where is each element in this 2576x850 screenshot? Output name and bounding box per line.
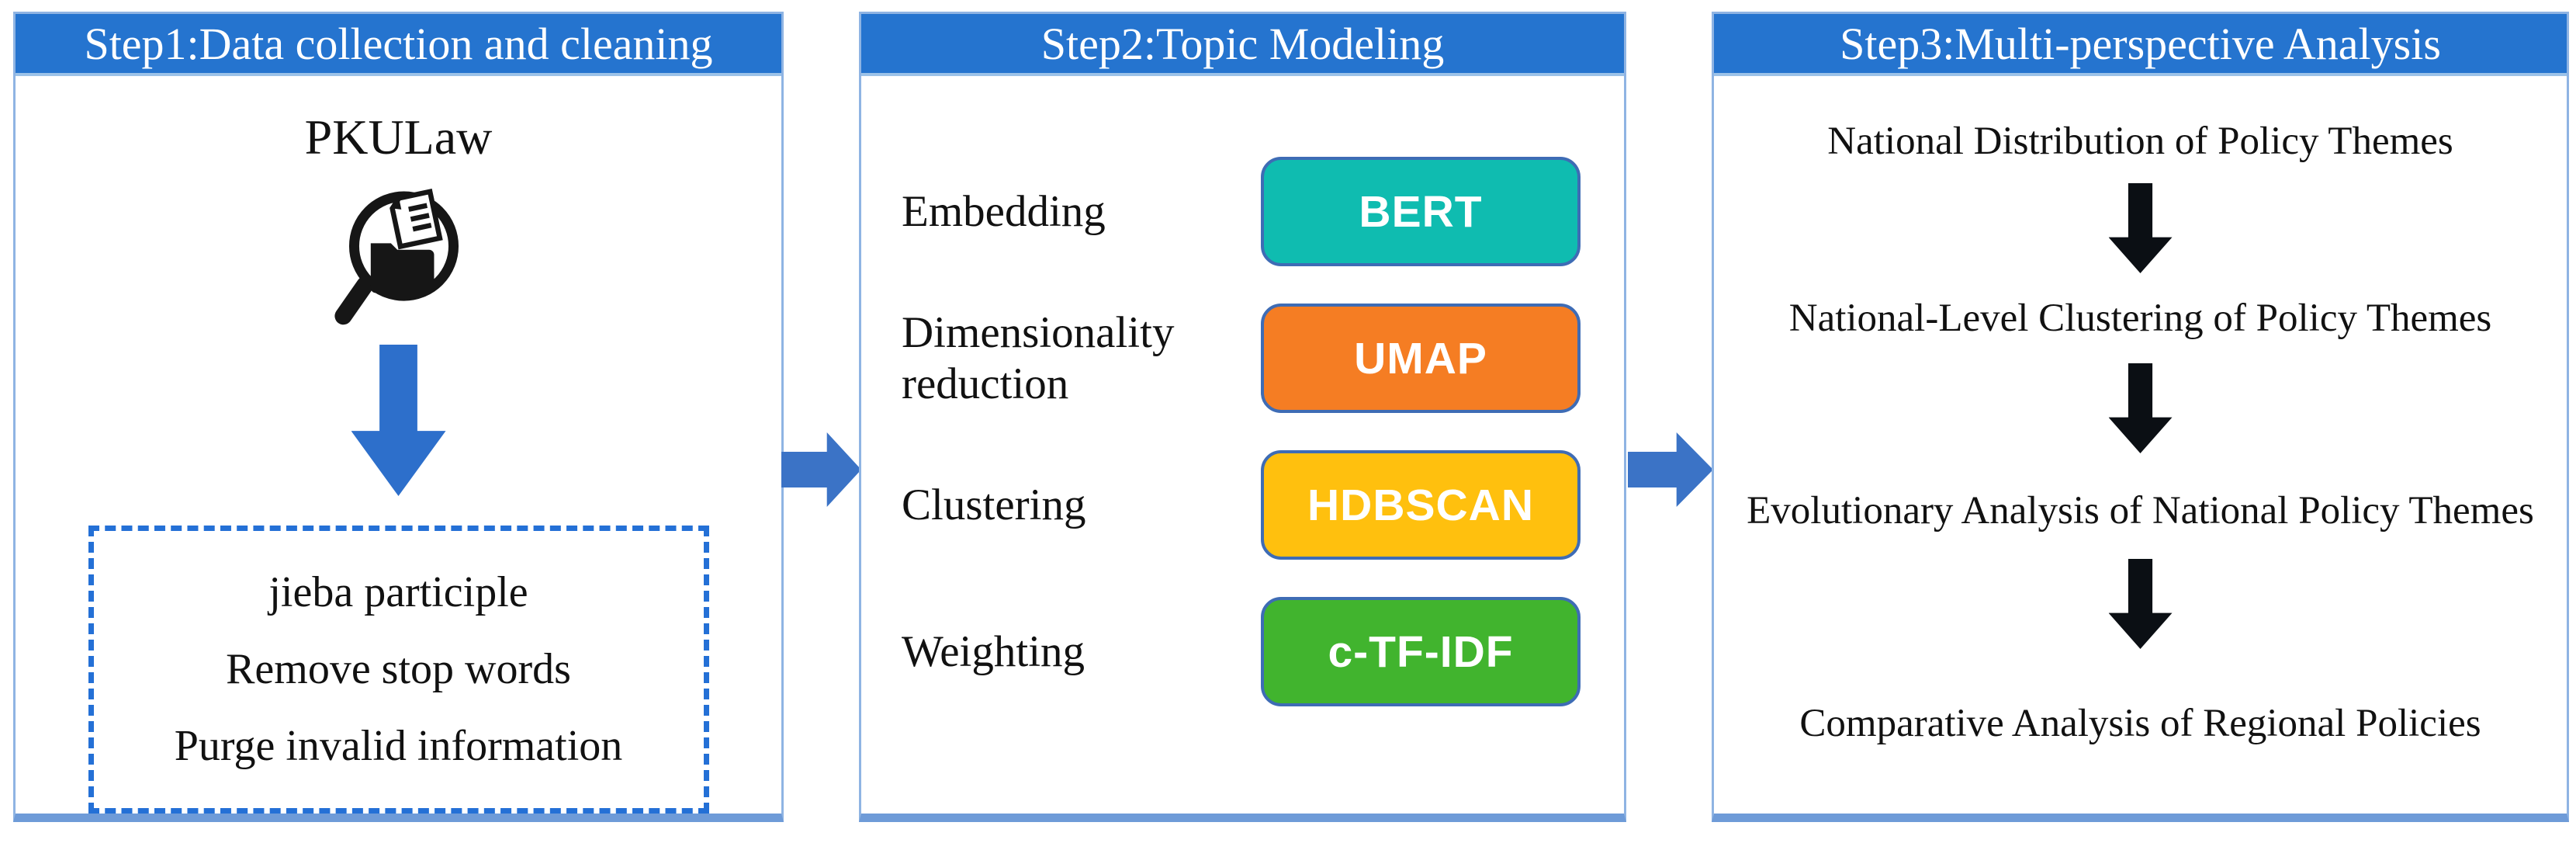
tool-badge-bert: BERT xyxy=(1261,157,1581,266)
down-arrow-icon xyxy=(351,345,446,496)
down-arrow-icon xyxy=(2108,559,2173,649)
cleaning-step: Remove stop words xyxy=(226,645,571,693)
analysis-step: Evolutionary Analysis of National Policy… xyxy=(1747,489,2534,533)
model-row-embedding: Embedding BERT xyxy=(861,157,1624,266)
model-row-dimensionality: Dimensionality reduction UMAP xyxy=(861,304,1624,413)
tool-badge-umap: UMAP xyxy=(1261,304,1581,413)
tool-badge-hdbscan: HDBSCAN xyxy=(1261,450,1581,560)
analysis-step: Comparative Analysis of Regional Policie… xyxy=(1799,702,2481,745)
search-documents-icon xyxy=(334,188,459,325)
data-source-label: PKULaw xyxy=(304,109,493,165)
model-row-weighting: Weighting c-TF-IDF xyxy=(861,597,1624,706)
model-row-clustering: Clustering HDBSCAN xyxy=(861,450,1624,560)
down-arrow-icon xyxy=(2108,183,2173,273)
tool-badge-ctfidf: c-TF-IDF xyxy=(1261,597,1581,706)
model-step-label: Embedding xyxy=(902,186,1106,236)
model-step-label: Weighting xyxy=(902,626,1085,676)
right-arrow-icon xyxy=(781,432,861,507)
right-arrow-icon xyxy=(1628,432,1713,507)
model-step-label: Clustering xyxy=(902,480,1086,529)
panel2-title: Step2:Topic Modeling xyxy=(861,14,1624,76)
panel-data-collection: Step1:Data collection and cleaning PKULa… xyxy=(13,12,784,822)
down-arrow-icon xyxy=(2108,363,2173,453)
panel-topic-modeling: Step2:Topic Modeling Embedding BERT Dime… xyxy=(859,12,1626,822)
panel1-title: Step1:Data collection and cleaning xyxy=(16,14,781,76)
model-step-label: Dimensionality reduction xyxy=(902,307,1175,408)
panel3-title: Step3:Multi-perspective Analysis xyxy=(1714,14,2567,76)
folder-glyph xyxy=(370,243,434,293)
cleaning-steps-box: jieba participle Remove stop words Purge… xyxy=(88,526,709,814)
cleaning-step: Purge invalid information xyxy=(174,722,623,770)
analysis-step: National Distribution of Policy Themes xyxy=(1827,120,2453,163)
analysis-step: National-Level Clustering of Policy Them… xyxy=(1788,297,2492,340)
panel-multi-perspective-analysis: Step3:Multi-perspective Analysis Nationa… xyxy=(1712,12,2569,822)
cleaning-step: jieba participle xyxy=(268,568,528,616)
